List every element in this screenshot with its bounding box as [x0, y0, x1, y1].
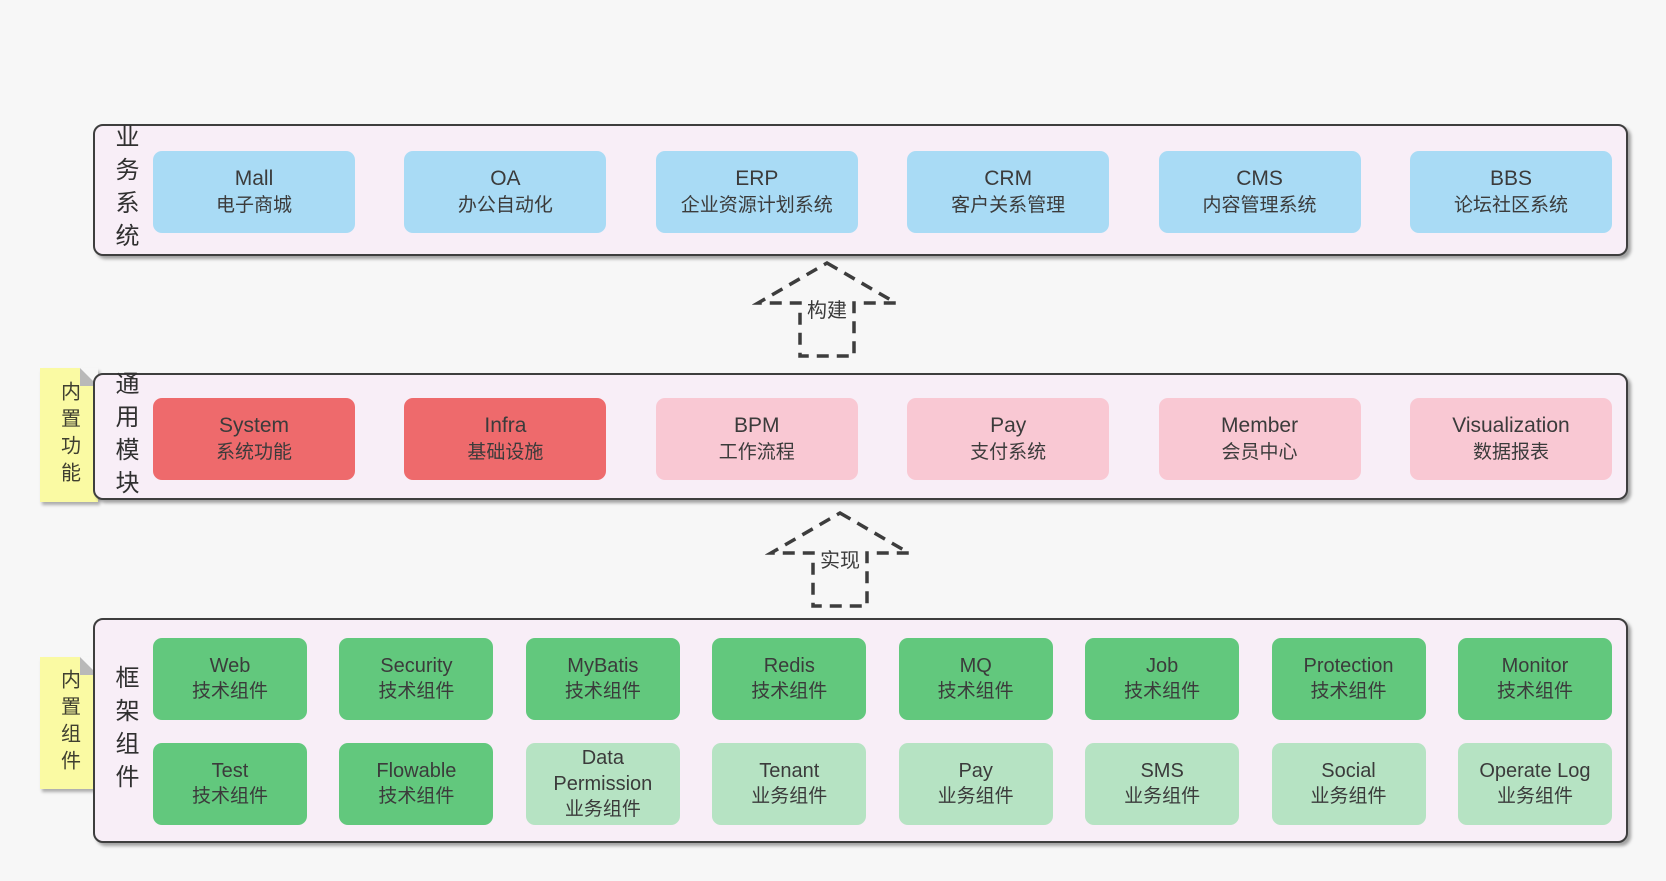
sticky-note-builtin-components: 内置组件 — [40, 657, 98, 789]
box-pay: Pay 支付系统 — [907, 398, 1110, 480]
box-bpm: BPM 工作流程 — [655, 398, 858, 480]
band-label: 通用模块 — [111, 370, 138, 503]
band-row: Mall 电子商城 OA 办公自动化 ERP 企业资源计划系统 CRM 客户关系… — [153, 151, 1612, 233]
build-arrow-label: 构建 — [803, 292, 851, 325]
box-mall: Mall 电子商城 — [153, 151, 355, 233]
box-member: Member 会员中心 — [1158, 398, 1361, 480]
dashed-up-arrow-icon — [752, 260, 902, 358]
box-sms: SMS 业务组件 — [1085, 743, 1240, 825]
box-web: Web 技术组件 — [153, 638, 307, 720]
box-cms: CMS 内容管理系统 — [1158, 151, 1361, 233]
band-row: System 系统功能 Infra 基础设施 BPM 工作流程 Pay 支付系统… — [153, 398, 1612, 480]
box-redis: Redis 技术组件 — [712, 638, 867, 720]
box-mybatis: MyBatis 技术组件 — [525, 638, 680, 720]
box-mq: MQ 技术组件 — [898, 638, 1053, 720]
box-social: Social 业务组件 — [1271, 743, 1426, 825]
band-label: 框架组件 — [111, 664, 138, 797]
box-pay-business: Pay 业务组件 — [898, 743, 1053, 825]
box-oa: OA 办公自动化 — [404, 151, 607, 233]
implement-arrow-label: 实现 — [816, 542, 864, 575]
box-visualization: Visualization 数据报表 — [1409, 398, 1612, 480]
box-system: System 系统功能 — [153, 398, 355, 480]
band-row: Test 技术组件 Flowable 技术组件 Data Permission … — [153, 743, 1612, 825]
sticky-label: 内置组件 — [57, 669, 80, 777]
sticky-note-builtin-features: 内置功能 — [40, 368, 98, 502]
sticky-label: 内置功能 — [57, 381, 80, 489]
box-protection: Protection 技术组件 — [1271, 638, 1426, 720]
box-monitor: Monitor 技术组件 — [1457, 638, 1612, 720]
box-security: Security 技术组件 — [339, 638, 494, 720]
box-operate-log: Operate Log 业务组件 — [1457, 743, 1612, 825]
dashed-up-arrow-icon — [765, 510, 915, 608]
box-bbs: BBS 论坛社区系统 — [1409, 151, 1612, 233]
band-row: Web 技术组件 Security 技术组件 MyBatis 技术组件 Redi… — [153, 638, 1612, 720]
box-infra: Infra 基础设施 — [404, 398, 607, 480]
box-flowable: Flowable 技术组件 — [339, 743, 494, 825]
box-test: Test 技术组件 — [153, 743, 307, 825]
band-label: 业务系统 — [111, 124, 138, 256]
box-job: Job 技术组件 — [1085, 638, 1240, 720]
build-arrow: 构建 — [752, 260, 902, 360]
box-crm: CRM 客户关系管理 — [907, 151, 1110, 233]
band-business-systems: 业务系统 Mall 电子商城 OA 办公自动化 ERP 企业资源计划系统 CRM… — [93, 124, 1628, 256]
implement-arrow: 实现 — [765, 510, 915, 610]
box-erp: ERP 企业资源计划系统 — [655, 151, 858, 233]
band-framework-components: 框架组件 Web 技术组件 Security 技术组件 MyBatis 技术组件… — [93, 618, 1628, 843]
band-common-modules: 通用模块 System 系统功能 Infra 基础设施 BPM 工作流程 Pay… — [93, 370, 1628, 503]
box-data-permission: Data Permission 业务组件 — [525, 743, 680, 825]
box-tenant: Tenant 业务组件 — [712, 743, 867, 825]
